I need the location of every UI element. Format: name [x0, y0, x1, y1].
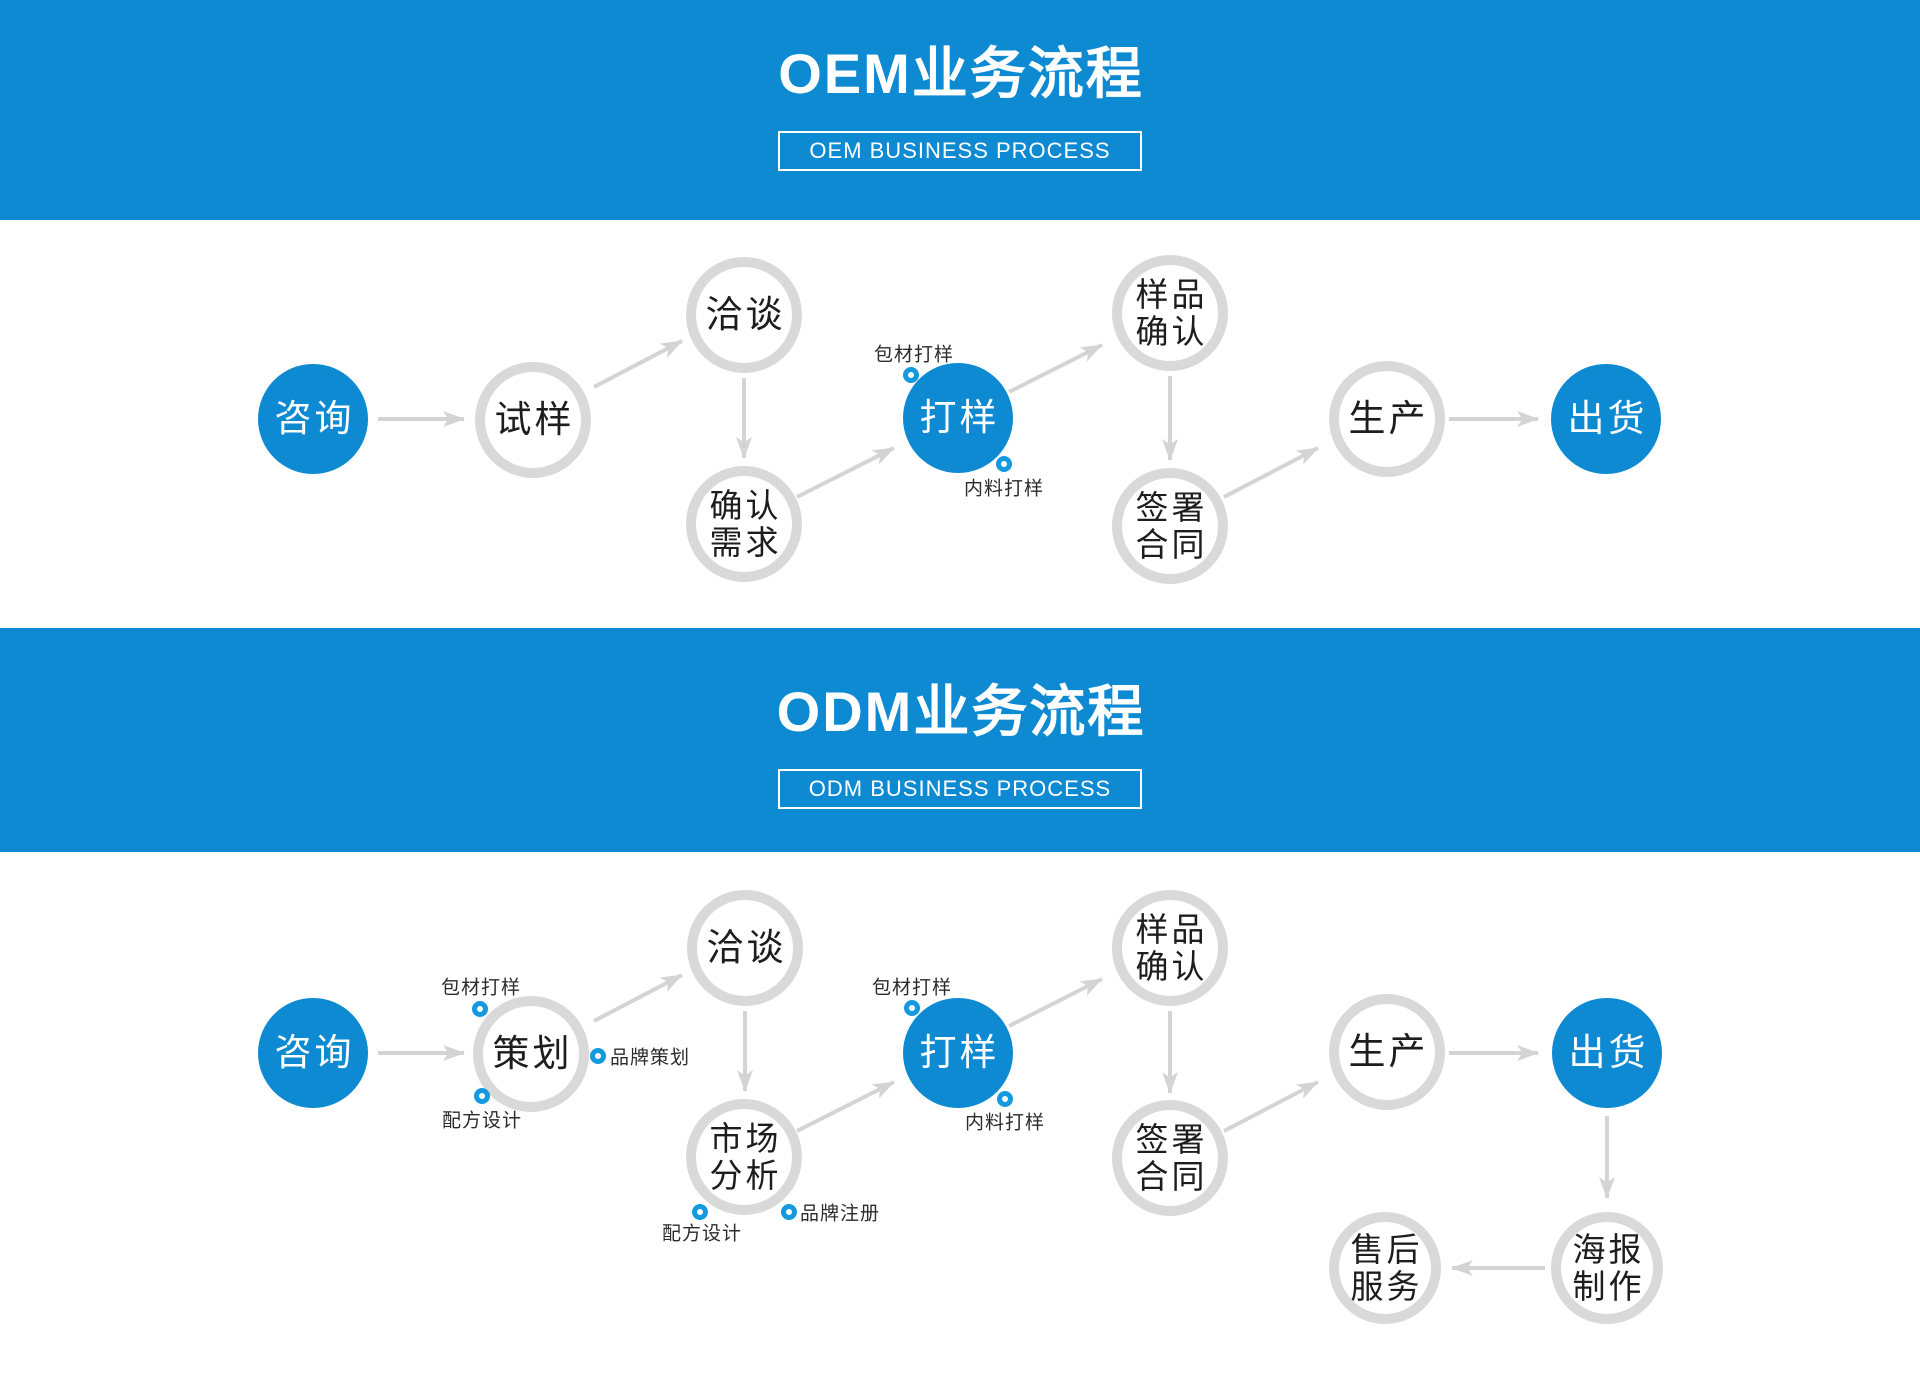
oem-packaging-sampling-dot-icon — [903, 367, 919, 383]
node-odm-planning-label: 策划 — [492, 1033, 573, 1074]
node-oem-negotiation-label: 洽谈 — [705, 294, 786, 335]
node-odm-negotiation: 洽谈 — [687, 890, 803, 1006]
node-odm-poster-design-label: 海报 — [1572, 1231, 1645, 1268]
node-oem-sampling-label: 打样 — [919, 397, 1000, 438]
odm-banner-title: ODM业务流程 — [776, 680, 1146, 743]
node-oem-sample-confirmation-label: 确认 — [1135, 313, 1208, 350]
odm-brand-registration-dot-icon — [781, 1204, 797, 1220]
node-odm-production-label: 生产 — [1348, 1031, 1429, 1072]
node-oem-trial-sample: 试样 — [475, 362, 591, 478]
node-oem-consult: 咨询 — [258, 364, 368, 474]
oem-material-sampling-label: 内料打样 — [963, 478, 1045, 500]
odm-banner: ODM业务流程 ODM BUSINESS PROCESS — [0, 628, 1920, 852]
node-oem-consult-label: 咨询 — [274, 398, 355, 439]
odm-brand-registration-label: 品牌注册 — [799, 1203, 881, 1225]
node-odm-after-sales: 售后服务 — [1329, 1212, 1441, 1324]
node-odm-planning: 策划 — [473, 996, 589, 1112]
node-odm-after-sales-label: 服务 — [1350, 1268, 1423, 1305]
node-odm-poster-design: 海报制作 — [1551, 1212, 1663, 1324]
node-odm-contract-signing: 签署合同 — [1112, 1100, 1228, 1216]
arrow-odm-market-analysis-to-sampling — [796, 1080, 895, 1133]
node-odm-negotiation-label: 洽谈 — [706, 927, 787, 968]
arrow-odm-contract-signing-to-production — [1223, 1080, 1319, 1133]
node-oem-sample-confirmation: 样品确认 — [1112, 255, 1228, 371]
node-oem-negotiation: 洽谈 — [686, 257, 802, 373]
odm-packaging-sampling-sampling-dot-icon — [904, 1000, 920, 1016]
odm-packaging-sampling-sampling-label: 包材打样 — [871, 977, 953, 999]
node-odm-production: 生产 — [1329, 994, 1445, 1110]
oem-banner: OEM业务流程 OEM BUSINESS PROCESS — [0, 0, 1920, 220]
oem-banner-subtitle-box: OEM BUSINESS PROCESS — [778, 131, 1142, 171]
odm-formula-design-planning-label: 配方设计 — [441, 1110, 523, 1132]
node-odm-sample-confirmation-label: 确认 — [1135, 948, 1208, 985]
arrow-oem-confirm-needs-to-sampling — [796, 446, 895, 499]
node-oem-shipment: 出货 — [1551, 364, 1661, 474]
node-odm-contract-signing-label: 合同 — [1135, 1158, 1208, 1195]
node-odm-market-analysis: 市场分析 — [686, 1099, 802, 1215]
node-odm-contract-signing-label: 签署 — [1135, 1121, 1208, 1158]
odm-brand-planning-label: 品牌策划 — [609, 1047, 691, 1069]
node-oem-contract-signing: 签署合同 — [1112, 468, 1228, 584]
odm-banner-subtitle-box: ODM BUSINESS PROCESS — [778, 769, 1142, 809]
arrow-oem-sampling-to-sample-confirmation — [1008, 343, 1103, 394]
node-oem-confirm-needs-label: 确认 — [709, 487, 782, 524]
node-odm-after-sales-label: 售后 — [1350, 1231, 1423, 1268]
odm-material-sampling-sampling-dot-icon — [997, 1091, 1013, 1107]
arrow-odm-sampling-to-sample-confirmation — [1008, 977, 1103, 1028]
arrow-oem-contract-signing-to-production — [1223, 446, 1319, 499]
odm-packaging-sampling-planning-dot-icon — [472, 1001, 488, 1017]
node-oem-shipment-label: 出货 — [1567, 398, 1648, 439]
odm-formula-design-planning-dot-icon — [474, 1088, 490, 1104]
node-oem-production-label: 生产 — [1348, 398, 1429, 439]
node-odm-market-analysis-label: 分析 — [709, 1157, 782, 1194]
node-oem-contract-signing-label: 签署 — [1135, 489, 1208, 526]
node-odm-sampling-label: 打样 — [919, 1032, 1000, 1073]
node-odm-sample-confirmation: 样品确认 — [1112, 890, 1228, 1006]
odm-packaging-sampling-planning-label: 包材打样 — [440, 977, 522, 999]
odm-material-sampling-sampling-label: 内料打样 — [964, 1112, 1046, 1134]
oem-banner-title: OEM业务流程 — [778, 42, 1144, 105]
node-odm-consult-label: 咨询 — [274, 1032, 355, 1073]
node-oem-contract-signing-label: 合同 — [1135, 526, 1208, 563]
oem-material-sampling-dot-icon — [996, 456, 1012, 472]
odm-formula-design-market-dot-icon — [692, 1204, 708, 1220]
node-odm-poster-design-label: 制作 — [1572, 1268, 1645, 1305]
odm-banner-subtitle: ODM BUSINESS PROCESS — [808, 776, 1112, 801]
oem-banner-subtitle: OEM BUSINESS PROCESS — [809, 138, 1111, 163]
node-oem-confirm-needs-label: 需求 — [709, 524, 782, 561]
node-oem-trial-sample-label: 试样 — [494, 399, 575, 440]
odm-formula-design-market-label: 配方设计 — [661, 1223, 743, 1245]
node-oem-confirm-needs: 确认需求 — [686, 466, 802, 582]
node-odm-market-analysis-label: 市场 — [709, 1120, 782, 1157]
node-odm-sample-confirmation-label: 样品 — [1135, 911, 1208, 948]
oem-packaging-sampling-label: 包材打样 — [873, 344, 955, 366]
node-oem-production: 生产 — [1329, 361, 1445, 477]
node-odm-consult: 咨询 — [258, 998, 368, 1108]
node-odm-shipment: 出货 — [1552, 998, 1662, 1108]
node-oem-sample-confirmation-label: 样品 — [1135, 276, 1208, 313]
arrow-odm-planning-to-negotiation — [593, 973, 683, 1023]
node-oem-sampling: 打样 — [903, 363, 1013, 473]
node-odm-shipment-label: 出货 — [1568, 1032, 1649, 1073]
odm-brand-planning-dot-icon — [590, 1048, 606, 1064]
arrow-oem-trial-sample-to-negotiation — [593, 339, 683, 389]
node-odm-sampling: 打样 — [903, 998, 1013, 1108]
